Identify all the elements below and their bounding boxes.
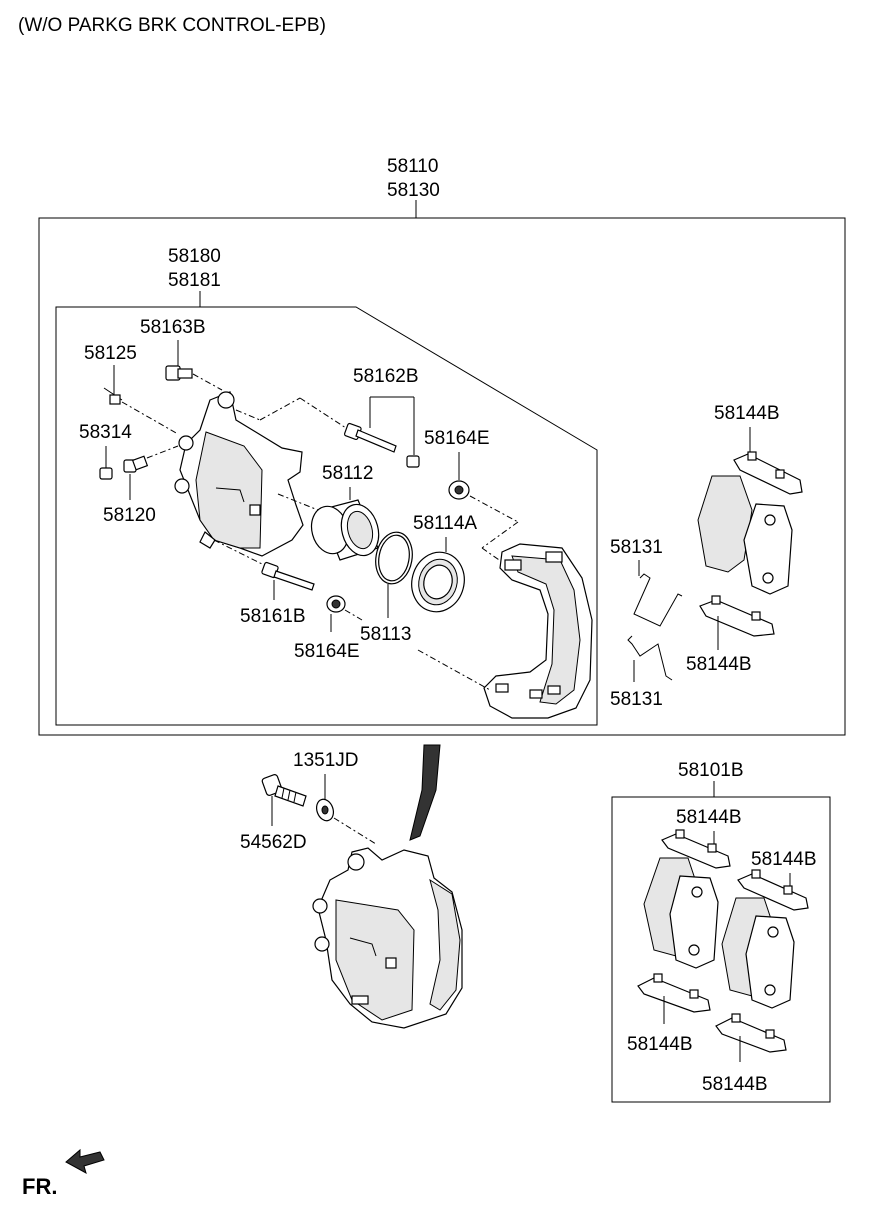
caliper-box — [55, 306, 598, 726]
label-58112[interactable]: 58112 — [322, 463, 373, 484]
bolt-icon — [165, 365, 193, 381]
washer-icon — [315, 798, 335, 822]
label-58144B-kit-2[interactable]: 58144B — [751, 849, 817, 870]
spring-icon — [633, 573, 683, 627]
seal-ring-icon — [375, 531, 413, 585]
diagram-title: (W/O PARKG BRK CONTROL-EPB) — [18, 15, 326, 36]
kit-clip-2-icon — [737, 869, 809, 911]
assembly-box — [38, 217, 846, 736]
spring-lower-icon — [627, 635, 673, 681]
label-58114A[interactable]: 58114A — [413, 513, 477, 534]
cap-icon — [99, 467, 113, 480]
label-58125[interactable]: 58125 — [84, 343, 137, 364]
brake-pad-icon — [697, 475, 793, 595]
label-58120[interactable]: 58120 — [103, 505, 156, 526]
kit-clip-4-icon — [715, 1013, 787, 1053]
kit-pads-icon — [643, 857, 795, 1009]
label-58181[interactable]: 58181 — [168, 270, 221, 291]
label-58164E-top[interactable]: 58164E — [424, 428, 490, 449]
label-58144B-kit-1[interactable]: 58144B — [676, 807, 742, 828]
label-58162B[interactable]: 58162B — [353, 366, 419, 387]
label-58163B[interactable]: 58163B — [140, 317, 206, 338]
label-58144B-kit-4[interactable]: 58144B — [702, 1074, 768, 1095]
front-arrow-icon — [65, 1148, 105, 1175]
bleeder-icon — [103, 387, 123, 405]
boot-icon — [448, 480, 470, 500]
label-58131-lower[interactable]: 58131 — [610, 689, 663, 710]
pad-kit-box — [611, 796, 831, 1103]
pin-boot-icon — [406, 455, 420, 468]
piston-icon — [310, 499, 380, 561]
caliper-body — [174, 391, 304, 557]
pad-clip-lower-icon — [699, 595, 775, 637]
pointer-arrow-icon — [409, 744, 441, 841]
kit-clip-1-icon — [661, 829, 731, 869]
label-54562D[interactable]: 54562D — [240, 832, 307, 853]
front-label: FR. — [22, 1174, 57, 1199]
label-58130[interactable]: 58130 — [387, 180, 440, 201]
label-58144B-kit-3[interactable]: 58144B — [627, 1034, 693, 1055]
label-58113[interactable]: 58113 — [360, 624, 411, 645]
lower-guide-pin-icon — [261, 561, 315, 591]
label-58110[interactable]: 58110 — [387, 156, 438, 177]
kit-clip-3-icon — [637, 973, 711, 1013]
dust-boot-icon — [411, 551, 465, 613]
label-58144B-lower[interactable]: 58144B — [686, 654, 752, 675]
guide-pin-icon — [343, 422, 397, 453]
label-58161B[interactable]: 58161B — [240, 606, 306, 627]
label-1351JD[interactable]: 1351JD — [293, 750, 359, 771]
mount-bolt-icon — [261, 774, 307, 807]
pad-clip-icon — [733, 451, 803, 495]
assembled-caliper — [312, 847, 463, 1029]
label-58101B[interactable]: 58101B — [678, 760, 744, 781]
label-58144B-top[interactable]: 58144B — [714, 403, 780, 424]
bleeder-screw-icon — [123, 455, 149, 473]
label-58180[interactable]: 58180 — [168, 246, 221, 267]
label-58131-top[interactable]: 58131 — [610, 537, 663, 558]
carrier-bracket — [483, 543, 593, 719]
label-58314[interactable]: 58314 — [79, 422, 132, 443]
label-58164E-lower[interactable]: 58164E — [294, 641, 360, 662]
lower-boot-icon — [326, 595, 346, 613]
